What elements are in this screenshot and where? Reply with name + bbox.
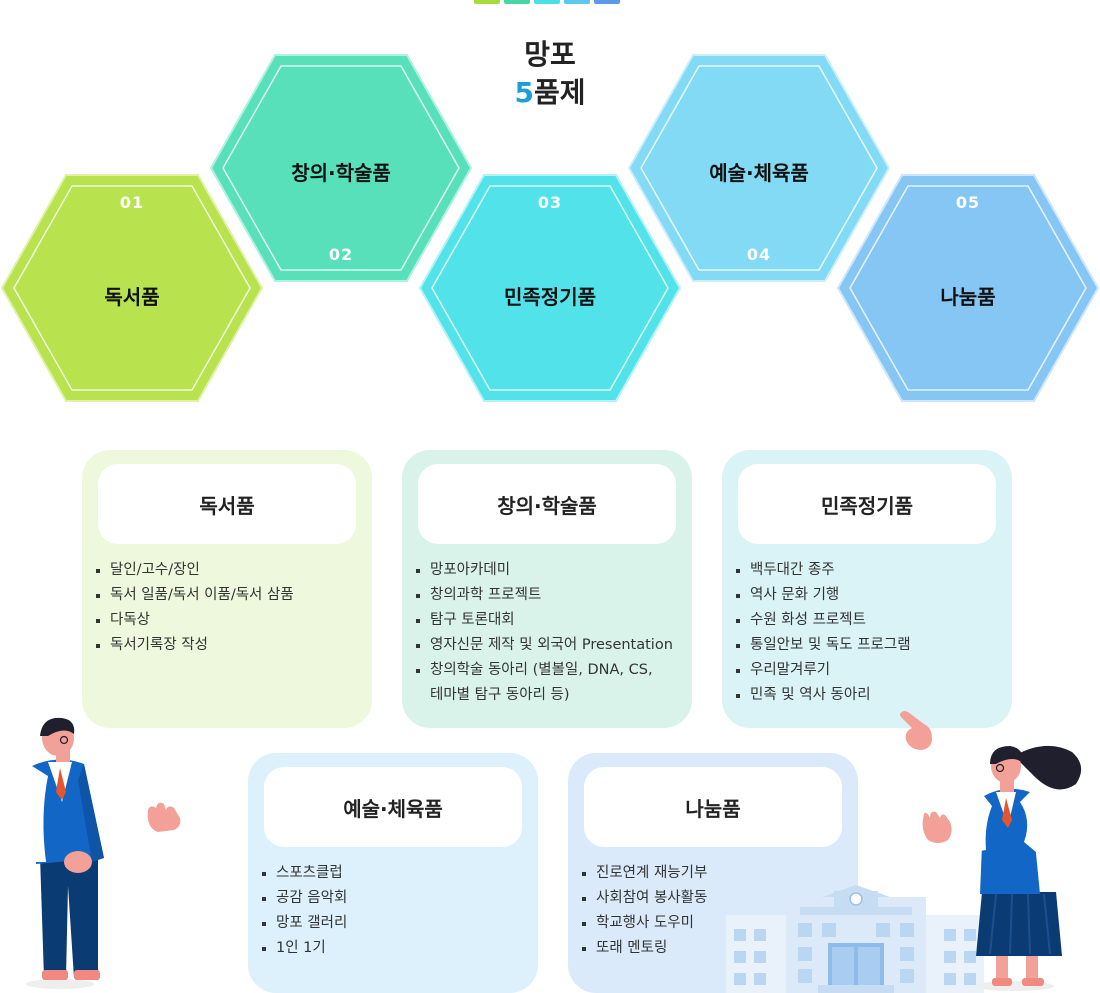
title-line1: 망포 (524, 38, 576, 71)
list-item-continuation: 테마별 탐구 동아리 등) (430, 687, 570, 703)
card-arts-sports: 예술·체육품 스포츠클럽 공감 음악회 망포 갤러리 1인 1기 (248, 753, 538, 993)
page-title: 망포 5품제 (470, 36, 630, 112)
list-item: 망포 갤러리 (262, 911, 524, 936)
hexagon-number: 04 (746, 245, 772, 264)
card-title: 독서품 (98, 464, 356, 544)
student-boy-illustration (26, 717, 104, 989)
hexagon-creative-academic[interactable]: 창의·학술품 02 (209, 53, 473, 283)
top-bar-5 (594, 0, 620, 4)
hexagon-number: 05 (955, 193, 981, 212)
top-bar-1 (474, 0, 500, 4)
hexagon-label: 민족정기품 (504, 285, 596, 309)
list-item: 탐구 토론대회 (416, 608, 678, 633)
list-item: 스포츠클럽 (262, 861, 524, 886)
card-creative-academic: 창의·학술품 망포아카데미 창의과학 프로젝트 탐구 토론대회 영자신문 제작 … (402, 450, 692, 728)
list-item: 수원 화성 프로젝트 (736, 608, 998, 633)
card-reading: 독서품 달인/고수/장인 독서 일품/독서 이품/독서 삼품 다독상 독서기록장… (82, 450, 372, 728)
hexagon-fill (0, 174, 264, 402)
hexagon-inner-line (431, 185, 669, 391)
top-bar-4 (564, 0, 590, 4)
card-title: 창의·학술품 (418, 464, 676, 544)
list-item: 또래 멘토링 (582, 936, 844, 961)
list-item: 통일안보 및 독도 프로그램 (736, 633, 998, 658)
top-color-bars (474, 0, 620, 4)
list-item: 영자신문 제작 및 외국어 Presentation (416, 633, 678, 658)
top-bar-3 (534, 0, 560, 4)
list-item: 독서 일품/독서 이품/독서 삼품 (96, 583, 358, 608)
title-number: 5 (514, 76, 534, 109)
title-line2-text: 품제 (533, 76, 586, 109)
card-list: 백두대간 종주 역사 문화 기행 수원 화성 프로젝트 통일안보 및 독도 프로… (736, 558, 998, 708)
hexagon-fill (418, 174, 682, 402)
student-girl-illustration (973, 745, 1082, 991)
card-title: 민족정기품 (738, 464, 996, 544)
hexagon-label: 나눔품 (940, 285, 996, 309)
list-item: 우리말겨루기 (736, 658, 998, 683)
hexagon-reading[interactable]: 01 독서품 (0, 173, 264, 403)
hexagon-label: 예술·체육품 (709, 161, 809, 185)
hexagon-fill (627, 54, 891, 282)
school-building-illustration (726, 885, 984, 993)
card-title: 나눔품 (584, 767, 842, 847)
card-list: 달인/고수/장인 독서 일품/독서 이품/독서 삼품 다독상 독서기록장 작성 (96, 558, 358, 658)
hexagon-inner-line (222, 65, 460, 271)
list-item: 독서기록장 작성 (96, 633, 358, 658)
list-item: 창의학술 동아리 (별볼일, DNA, CS, (416, 658, 678, 683)
hexagon-inner-line (849, 185, 1087, 391)
hexagon-number: 02 (328, 245, 354, 264)
list-item: 창의과학 프로젝트 (416, 583, 678, 608)
hexagon-shape (627, 54, 891, 282)
hexagon-number: 01 (119, 193, 145, 212)
hand-icon (147, 802, 181, 832)
list-item: 민족 및 역사 동아리 (736, 683, 998, 708)
hexagon-sharing[interactable]: 05 나눔품 (836, 173, 1100, 403)
hexagon-label: 창의·학술품 (291, 161, 391, 185)
card-list: 스포츠클럽 공감 음악회 망포 갤러리 1인 1기 (262, 861, 524, 961)
list-item: 학교행사 도우미 (582, 911, 844, 936)
hexagon-inner-line (13, 185, 251, 391)
list-item: 달인/고수/장인 (96, 558, 358, 583)
card-list: 망포아카데미 창의과학 프로젝트 탐구 토론대회 영자신문 제작 및 외국어 P… (416, 558, 678, 708)
title-line2: 5품제 (470, 74, 630, 112)
hexagon-shape (418, 174, 682, 402)
hexagon-inner-line (640, 65, 878, 271)
list-item: 역사 문화 기행 (736, 583, 998, 608)
hexagon-national-spirit[interactable]: 03 민족정기품 (418, 173, 682, 403)
hexagon-arts-sports[interactable]: 예술·체육품 04 (627, 53, 891, 283)
hexagon-number: 03 (537, 193, 563, 212)
hexagon-fill (836, 174, 1100, 402)
list-item: 사회참여 봉사활동 (582, 886, 844, 911)
hexagon-shape (836, 174, 1100, 402)
list-item: 진로연계 재능기부 (582, 861, 844, 886)
hexagon-shape (209, 54, 473, 282)
list-item: 망포아카데미 (416, 558, 678, 583)
hexagon-shape (0, 174, 264, 402)
card-title: 예술·체육품 (264, 767, 522, 847)
list-item: 1인 1기 (262, 936, 524, 961)
hexagon-label: 독서품 (104, 285, 160, 309)
list-item: 백두대간 종주 (736, 558, 998, 583)
card-list: 진로연계 재능기부 사회참여 봉사활동 학교행사 도우미 또래 멘토링 (582, 861, 844, 961)
pointing-hand-icon (900, 711, 932, 750)
card-national-spirit: 민족정기품 백두대간 종주 역사 문화 기행 수원 화성 프로젝트 통일안보 및… (722, 450, 1012, 728)
top-bar-2 (504, 0, 530, 4)
hexagon-fill (209, 54, 473, 282)
hand-icon (922, 811, 952, 843)
list-item: 공감 음악회 (262, 886, 524, 911)
list-item: 다독상 (96, 608, 358, 633)
